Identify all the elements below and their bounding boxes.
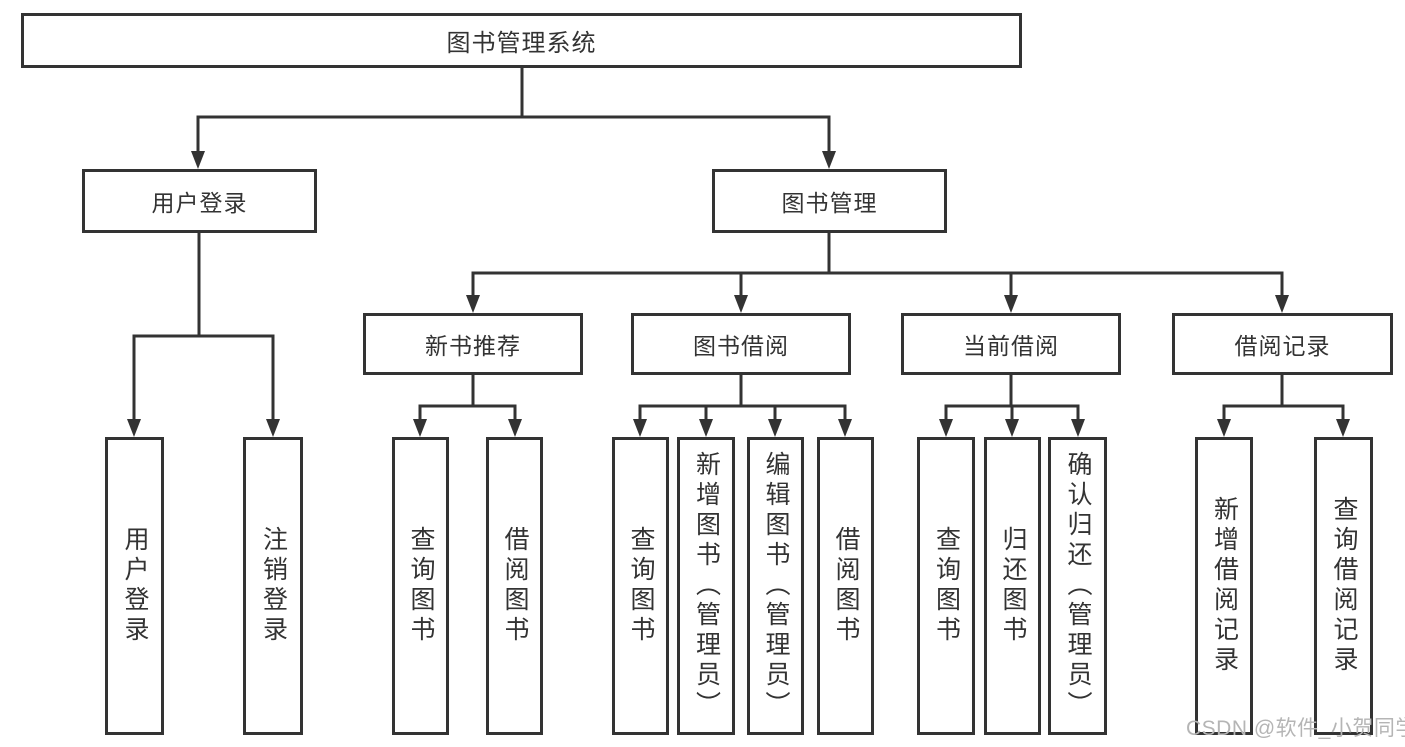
node-user-login: 用户登录 [82, 169, 317, 233]
connector-borrow-records-to-leaves [1217, 375, 1350, 437]
connector-user-login-to-leaves [127, 233, 280, 437]
node-leaf-logout: 注销登录 [243, 437, 303, 735]
node-root: 图书管理系统 [21, 13, 1022, 68]
node-leaf-borrow-books-1: 借阅图书 [486, 437, 543, 735]
watermark: CSDN @软件_小贺同学 [1186, 717, 1405, 740]
node-leaf-query-books-2: 查询图书 [612, 437, 669, 735]
node-leaf-add-books-admin: 新增图书（管理员） [677, 437, 735, 735]
node-leaf-borrow-books-2: 借阅图书 [817, 437, 874, 735]
node-new-book-rec: 新书推荐 [363, 313, 583, 375]
node-book-borrow: 图书借阅 [631, 313, 851, 375]
node-leaf-return-books: 归还图书 [984, 437, 1041, 735]
connector-root-to-level2 [191, 68, 836, 169]
node-leaf-add-borrow-record: 新增借阅记录 [1195, 437, 1253, 735]
connector-book-mgmt-to-level3 [466, 233, 1289, 313]
node-leaf-edit-books-admin: 编辑图书（管理员） [747, 437, 804, 735]
connector-book-borrow-to-leaves [633, 375, 852, 437]
node-book-mgmt: 图书管理 [712, 169, 947, 233]
node-leaf-query-books-3: 查询图书 [917, 437, 975, 735]
node-current-borrow: 当前借阅 [901, 313, 1121, 375]
node-leaf-query-borrow-record: 查询借阅记录 [1314, 437, 1373, 735]
node-leaf-confirm-return-admin: 确认归还（管理员） [1048, 437, 1107, 735]
node-borrow-records: 借阅记录 [1172, 313, 1393, 375]
node-leaf-query-books-1: 查询图书 [392, 437, 449, 735]
connector-new-book-rec-to-leaves [413, 375, 522, 437]
node-leaf-user-login: 用户登录 [105, 437, 164, 735]
connector-current-borrow-to-leaves [939, 375, 1085, 437]
